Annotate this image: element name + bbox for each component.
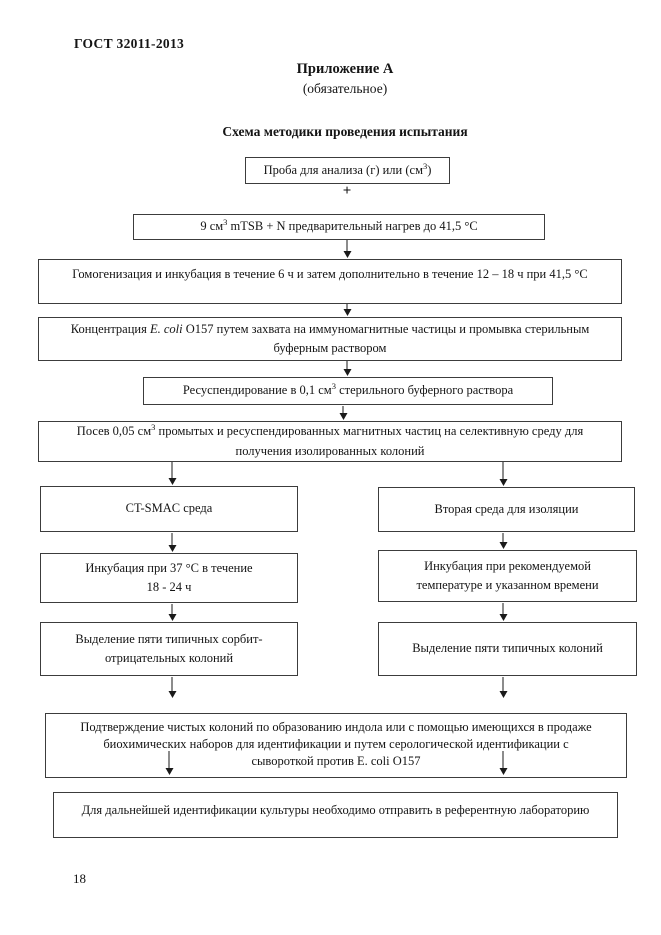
box-isolation-right-text: Выделение пяти типичных колоний [412, 641, 603, 656]
box-inoculation: Посев 0,05 см3 промытых и ресуспендирова… [38, 421, 622, 462]
scheme-title: Схема методики проведения испытания [222, 124, 468, 139]
box-sample-text: Проба для анализа (г) или (см3) [264, 161, 432, 180]
box-resuspension: Ресуспендирование в 0,1 см3 стерильного … [143, 377, 553, 405]
box-reference-lab-text: Для дальнейшей идентификации культуры не… [81, 803, 590, 818]
appendix-subtitle: (обязательное) [302, 81, 388, 96]
mtsb-text-post: mTSB + N предварительный нагрев до 41,5 … [227, 219, 478, 234]
concentration-ecoli-italic: E. coli [149, 321, 183, 336]
box-homogenization-text: Гомогенизация и инкубация в течение 6 ч … [72, 267, 588, 281]
page-number: 18 [73, 871, 86, 886]
box-mtsb-text: 9 см3 mTSB + N предварительный нагрев до… [200, 217, 477, 236]
box-concentration-text: Концентрация E. coli O157 путем захвата … [71, 320, 590, 359]
mtsb-text-pre: 9 см [200, 219, 224, 234]
arrow-concentration-to-resuspension [343, 361, 352, 376]
inoculation-text-pre: Посев 0,05 см [76, 424, 152, 439]
arrow-second-medium-to-incubation-right [499, 533, 508, 549]
arrow-confirmation-to-reference-right [499, 751, 508, 775]
box-ct-smac-medium: CT-SMAC среда [40, 486, 298, 532]
box-concentration: Концентрация E. coli O157 путем захвата … [38, 317, 622, 361]
box-reference-lab: Для дальнейшей идентификации культуры не… [53, 792, 618, 838]
box-incubation-left-text: Инкубация при 37 °С в течение 18 - 24 ч [85, 560, 253, 594]
box-incubation-right-text: Инкубация при рекомендуемой температуре … [416, 558, 599, 592]
box-isolation-left: Выделение пяти типичных сорбит- отрицате… [40, 622, 298, 676]
arrow-resuspension-to-inoculation [339, 406, 348, 420]
box-incubation-right: Инкубация при рекомендуемой температуре … [378, 550, 637, 602]
box-isolation-right: Выделение пяти типичных колоний [378, 622, 637, 676]
box-ct-smac-text: CT-SMAC среда [125, 501, 213, 516]
concentration-text-pre: Концентрация [70, 321, 150, 336]
arrow-incubation-to-isolation-left [168, 604, 177, 621]
resuspension-superscript: 3 [331, 381, 336, 392]
box-confirmation: Подтверждение чистых колоний по образова… [45, 713, 627, 778]
appendix-title: Приложение А [296, 61, 394, 77]
resuspension-text-pre: Ресуспендирование в 0,1 см [182, 383, 332, 398]
standard-number: ГОСТ 32011-2013 [74, 36, 185, 51]
inoculation-text-post: промытых и ресуспендированных магнитных … [158, 424, 584, 458]
arrow-incubation-to-isolation-right [499, 603, 508, 621]
arrow-homogenization-to-concentration [343, 304, 352, 316]
box-isolation-left-text: Выделение пяти типичных сорбит- отрицате… [75, 631, 263, 665]
arrow-inoculation-to-second-medium [499, 462, 508, 486]
resuspension-text-post: стерильного буферного раствора [335, 383, 514, 398]
box-sample: Проба для анализа (г) или (см3) [245, 157, 450, 184]
box-inoculation-text: Посев 0,05 см3 промытых и ресуспендирова… [77, 422, 583, 461]
arrow-mtsb-to-homogenization [343, 240, 352, 258]
inoculation-superscript: 3 [151, 421, 156, 432]
plus-sign: + [342, 183, 352, 199]
box-mtsb: 9 см3 mTSB + N предварительный нагрев до… [133, 214, 545, 240]
arrow-isolation-left-to-confirmation [168, 677, 177, 698]
concentration-text-post: O157 путем захвата на иммуномагнитные ча… [185, 321, 590, 355]
sample-text-pre: Проба для анализа (г) или (см [263, 162, 423, 177]
box-confirmation-text: Подтверждение чистых колоний по образова… [80, 720, 592, 768]
box-second-medium: Вторая среда для изоляции [378, 487, 635, 532]
box-resuspension-text: Ресуспендирование в 0,1 см3 стерильного … [183, 381, 513, 400]
sample-superscript: 3 [422, 160, 428, 171]
arrow-inoculation-to-ct-smac [168, 462, 177, 485]
sample-text-post: ) [427, 162, 432, 177]
box-second-medium-text: Вторая среда для изоляции [434, 501, 579, 516]
box-incubation-left: Инкубация при 37 °С в течение 18 - 24 ч [40, 553, 298, 603]
box-homogenization: Гомогенизация и инкубация в течение 6 ч … [38, 259, 622, 304]
arrow-ct-smac-to-incubation-left [168, 533, 177, 552]
arrow-isolation-right-to-confirmation [499, 677, 508, 698]
arrow-confirmation-to-reference-left [165, 751, 174, 775]
mtsb-superscript: 3 [223, 217, 228, 228]
